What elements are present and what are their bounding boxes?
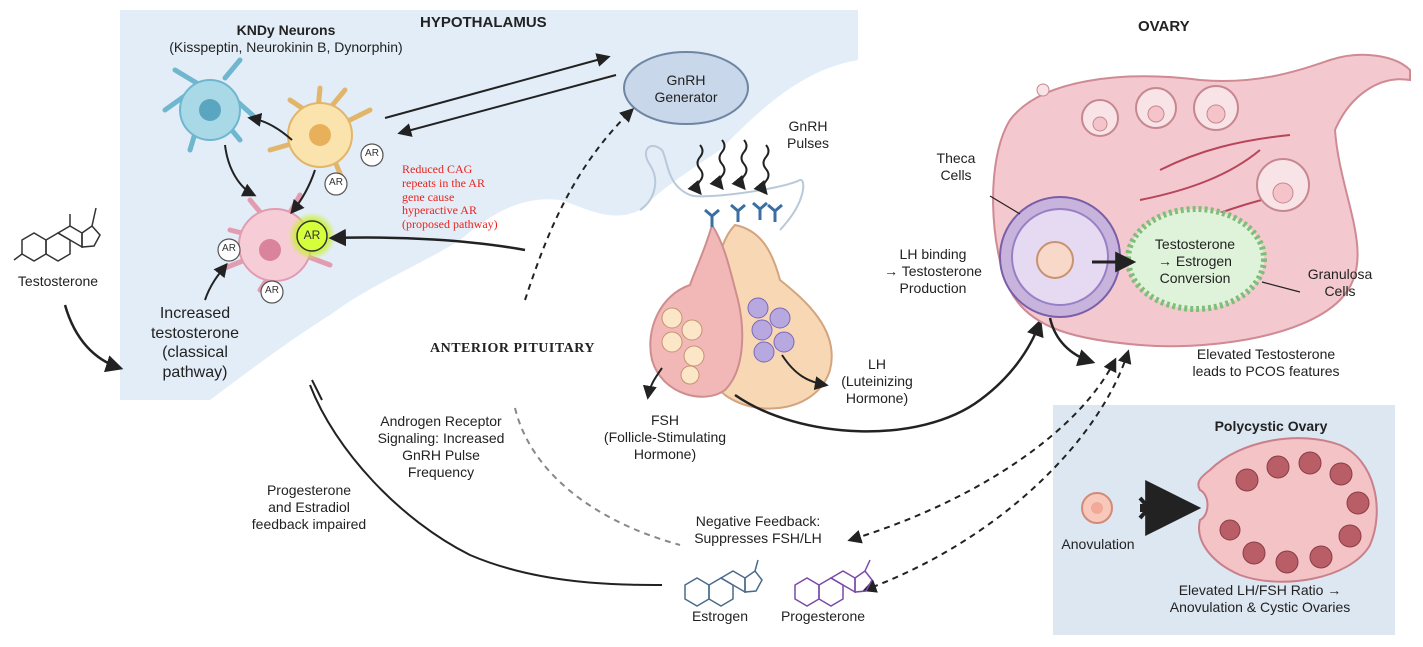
neuron-blue-icon	[162, 57, 261, 153]
polycystic-caption: Elevated LH/FSH Ratio → Anovulation & Cy…	[1169, 582, 1351, 616]
arrow-blue-to-pink	[224, 144, 257, 197]
increased-testosterone-label: Increased testosterone (classical pathwa…	[150, 305, 240, 381]
estrogen-molecule-icon	[684, 559, 763, 607]
conversion-label: Testosterone → Estrogen Conversion	[1154, 236, 1236, 287]
negative-feedback-label: Negative Feedback: Suppresses FSH/LH	[694, 513, 822, 547]
fsh-label: FSH (Follicle-Stimulating Hormone)	[603, 412, 727, 463]
granulosa-pointer	[1261, 281, 1301, 293]
ar-label-4: AR	[265, 285, 279, 296]
arrow-testosterone-to-hypothalamus	[63, 304, 124, 373]
ovary-title: OVARY	[1138, 18, 1190, 35]
gnrh-pulses-label: GnRH Pulses	[786, 118, 830, 152]
arrow-to-gnrh	[384, 53, 611, 119]
ar-label-highlight: AR	[303, 228, 321, 242]
lh-label: LH (Luteinizing Hormone)	[841, 356, 913, 407]
androgen-signaling-label: Androgen Receptor Signaling: Increased G…	[377, 413, 505, 481]
arrow-from-gnrh	[397, 74, 617, 137]
ar-badge-pink-bottom	[260, 280, 284, 304]
feedback-tick	[311, 379, 323, 401]
arrow-yellow-to-blue	[247, 112, 293, 141]
neuron-yellow-icon	[267, 85, 373, 188]
anovulation-label: Anovulation	[1061, 536, 1135, 552]
ar-label-1: AR	[365, 148, 379, 159]
ar-label-2: AR	[329, 177, 343, 188]
elevated-testosterone-label: Elevated Testosterone leads to PCOS feat…	[1192, 346, 1340, 380]
kndy-subtitle: (Kisspeptin, Neurokinin B, Dynorphin)	[169, 39, 403, 56]
arrow-yellow-to-pink	[290, 169, 316, 215]
ar-label-3: AR	[222, 243, 236, 254]
progesterone-molecule-icon	[794, 559, 873, 607]
anterior-pituitary-gland	[649, 201, 833, 410]
ar-badge-yellow-1	[360, 143, 384, 167]
theca-label: Theca Cells	[936, 150, 976, 184]
arrow-ovary-to-progesterone	[862, 349, 1132, 593]
cag-repeats-note: Reduced CAG repeats in the AR gene cause…	[402, 162, 498, 232]
gnrh-generator-label: GnRH Generator	[654, 72, 718, 106]
dashed-negative-feedback-curve	[514, 407, 681, 546]
arrow-fsh	[642, 367, 663, 400]
testosterone-molecule-icon	[13, 207, 101, 262]
granulosa-label: Granulosa Cells	[1307, 266, 1373, 300]
hypothalamus-title: HYPOTHALAMUS	[420, 14, 547, 31]
estrogen-label: Estrogen	[691, 608, 749, 624]
lh-binding-label: LH binding → Testosterone Production	[884, 246, 982, 297]
anterior-pituitary-label: ANTERIOR PITUITARY	[430, 341, 595, 356]
kndy-title-block: KNDy Neurons (Kisspeptin, Neurokinin B, …	[136, 22, 436, 56]
polycystic-title: Polycystic Ovary	[1214, 418, 1328, 434]
ovary-illustration	[992, 53, 1411, 348]
arrow-increased-testosterone	[204, 262, 228, 301]
theca-pointer	[989, 195, 1021, 215]
kndy-title: KNDy Neurons	[236, 22, 336, 38]
progesterone-label: Progesterone	[780, 608, 866, 624]
ar-badge-yellow-2	[324, 172, 348, 196]
gnrh-generator-node	[623, 51, 749, 125]
anovulation-egg-nucleus	[1091, 502, 1103, 514]
arrow-dashed-up-to-gnrh	[524, 108, 635, 301]
polycystic-ovary-illustration	[1197, 437, 1378, 583]
arrow-feedback-impaired-curve	[309, 384, 663, 586]
arrow-lh	[781, 354, 829, 391]
ar-badge-pink-left	[217, 238, 241, 262]
blocked-arrow-icon	[1138, 480, 1202, 536]
progesterone-feedback-label: Progesterone and Estradiol feedback impa…	[251, 482, 367, 533]
arrow-cag-to-ar	[328, 228, 526, 252]
ar-highlight-icon	[288, 212, 336, 260]
pituitary-stalk-outline	[639, 145, 805, 231]
testosterone-label: Testosterone	[17, 273, 99, 289]
gnrh-pulses-icon	[687, 139, 770, 196]
